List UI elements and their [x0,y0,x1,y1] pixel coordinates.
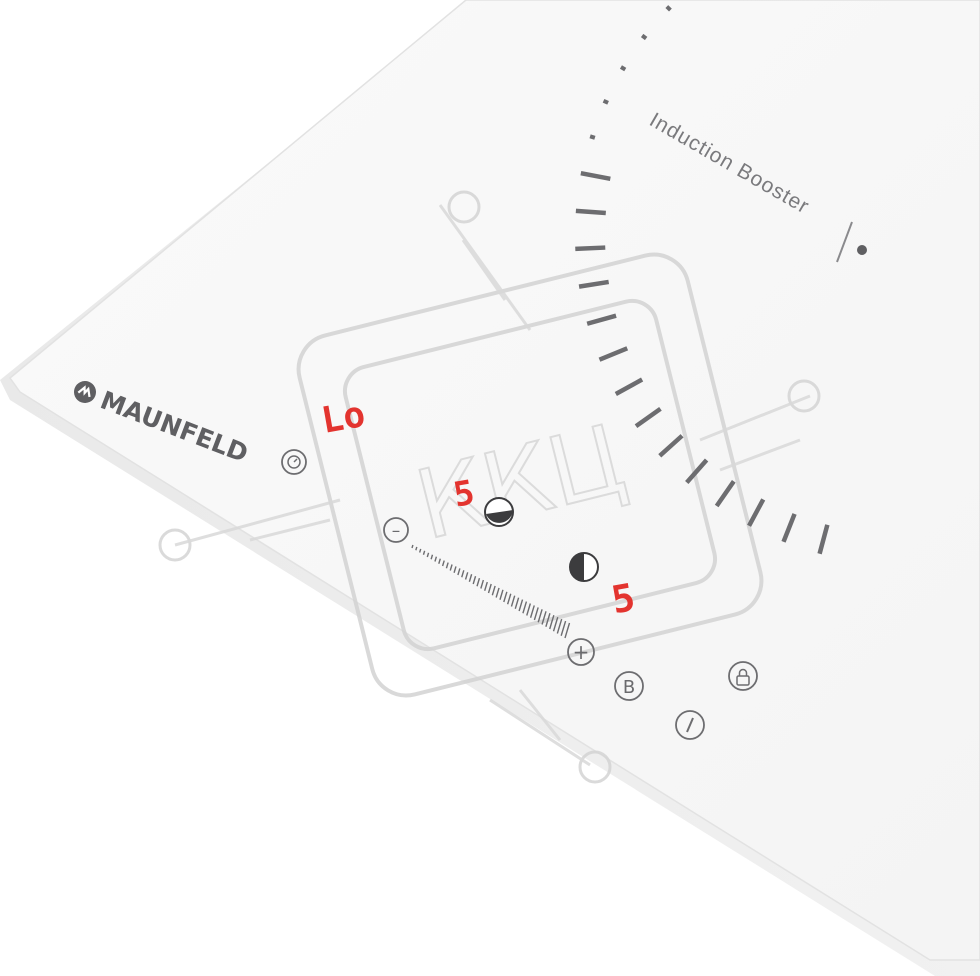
half-circle-icon [486,510,513,523]
zone-tick [817,524,830,555]
slider-tick [445,562,449,569]
slider-tick [503,591,508,603]
power-icon [686,717,694,733]
zone-tick [747,498,766,527]
zone-indicator-dot [857,245,867,255]
zone-tick [586,313,617,326]
slider-tick [514,597,520,609]
booster-button[interactable]: B [614,671,644,701]
zone-tick [685,458,709,485]
slider-tick [491,585,496,596]
zone-label-divider [836,221,853,263]
zone-tick [658,434,684,458]
slider-tick [438,558,441,564]
glass-panel [8,0,980,961]
power-slider[interactable] [411,544,571,639]
timer-icon [287,455,301,469]
slider-tick [506,593,512,605]
plus-button[interactable]: + [567,638,595,666]
zone-tick [578,279,610,289]
slider-tick [480,579,485,589]
zone-tick [640,33,648,41]
slider-tick [422,550,426,555]
slider-tick [545,613,551,627]
slider-tick [549,614,555,630]
slider-tick [495,587,500,598]
slider-tick [541,611,547,625]
slider-tick [464,572,469,580]
slider-tick [526,603,532,616]
half-circle-icon [570,553,584,581]
slider-tick [468,574,473,582]
slider-tick [476,577,481,587]
minus-button[interactable]: – [383,517,409,543]
display-top: Lo [318,394,368,442]
slider-tick [472,575,477,585]
slider-tick [487,583,492,594]
slider-tick [529,605,535,618]
slider-tick [434,556,438,562]
zone-tick [598,346,629,362]
booster-label: B [623,677,635,698]
zone-tick [602,98,609,105]
slider-tick [453,566,457,573]
zone-tick [714,480,736,508]
slider-tick [426,552,430,558]
zone-tick [665,5,672,12]
slider-tick [411,544,414,549]
cooking-zone-ring [575,5,830,555]
slider-tick [430,554,434,560]
slider-tick [564,622,571,639]
slider-tick [499,589,504,600]
slider-tick [533,607,539,621]
zone-tick [614,377,644,396]
child-lock-button[interactable] [728,661,758,691]
slider-tick [457,568,461,576]
slider-tick [461,570,465,578]
timer-button[interactable] [281,449,307,475]
slider-tick [415,546,418,551]
minus-label: – [392,521,401,541]
zone-tick [619,65,627,72]
power-button[interactable] [675,710,705,740]
slider-tick [484,581,488,591]
zone-select-button-2[interactable] [569,552,599,582]
slider-tick [556,618,563,634]
zone-tick [575,208,606,216]
slider-tick [560,620,567,636]
zone-tick [781,513,797,543]
slider-tick [518,599,524,612]
slider-tick [449,564,453,571]
plus-label: + [573,640,590,664]
lock-icon [736,675,750,686]
zone-select-button-1[interactable] [484,497,514,527]
slider-tick [522,601,528,614]
slider-tick [552,616,559,632]
slider-tick [510,595,516,607]
zone-tick [634,406,662,428]
zone-tick [575,245,606,252]
slider-tick [537,609,543,623]
zone-tick [580,170,611,181]
zone-tick [589,134,596,140]
slider-tick [418,548,422,553]
slider-tick [441,560,445,567]
